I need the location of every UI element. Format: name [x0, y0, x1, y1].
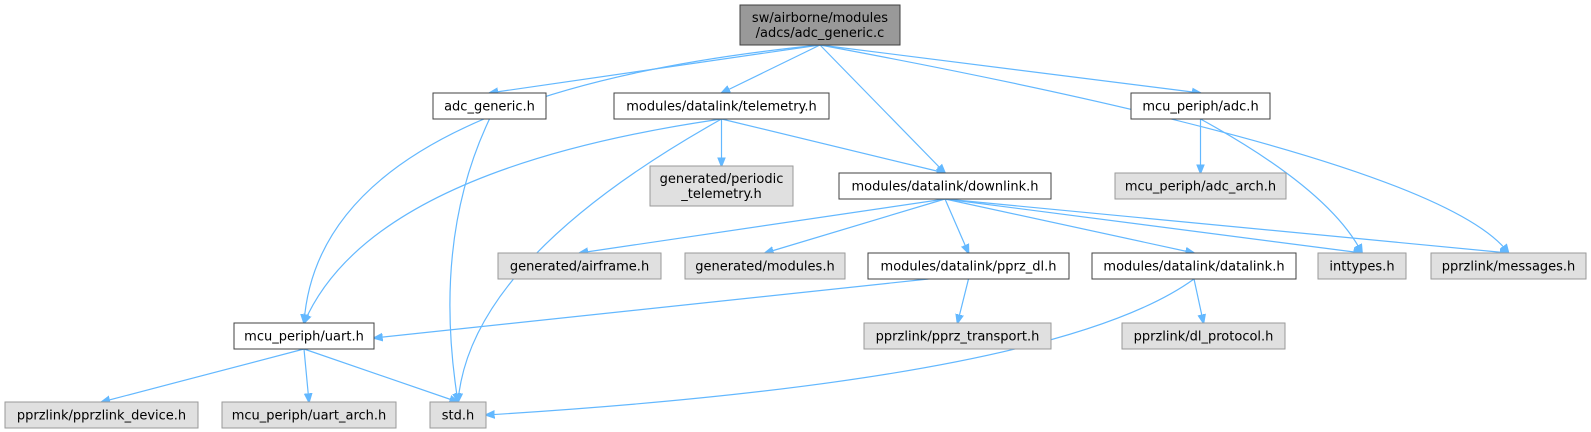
node-label: generated/airframe.h: [510, 260, 649, 275]
node-label: pprzlink/pprzlink_device.h: [17, 409, 186, 424]
node-airframe-h: generated/airframe.h: [497, 252, 662, 280]
node-label: modules/datalink/datalink.h: [1103, 260, 1284, 275]
node-std-h: std.h: [429, 401, 487, 429]
node-box: [613, 92, 830, 120]
edge-uart-h-to-pprzlink-device-h: [102, 348, 305, 402]
node-pprz-dl-h[interactable]: modules/datalink/pprz_dl.h: [867, 252, 1070, 280]
edge-downlink-h-to-datalink-h: [944, 198, 1194, 253]
node-pprzlink-device-h: pprzlink/pprzlink_device.h: [4, 401, 199, 429]
edge-downlink-h-to-pprz-dl-h: [944, 198, 969, 253]
node-box: [739, 4, 901, 46]
edge-root-to-mcu-adc-h: [819, 44, 1201, 93]
edge-uart-h-to-uart-arch-h: [303, 348, 309, 402]
node-label: modules/datalink/telemetry.h: [626, 100, 817, 115]
node-datalink-h[interactable]: modules/datalink/datalink.h: [1091, 252, 1297, 280]
node-label: adc_generic.h: [444, 100, 535, 115]
node-label: sw/airborne/modules: [752, 11, 888, 26]
node-label: std.h: [442, 409, 475, 424]
node-label: /adcs/adc_generic.c: [756, 26, 885, 41]
node-uart-h[interactable]: mcu_periph/uart.h: [233, 322, 375, 350]
node-box: [1130, 92, 1271, 120]
node-box: [684, 252, 846, 280]
node-adc-generic-h[interactable]: adc_generic.h: [432, 92, 547, 120]
node-label: mcu_periph/uart.h: [244, 330, 364, 345]
edge-root-to-messages-h: [819, 44, 1509, 253]
node-telemetry-h[interactable]: modules/datalink/telemetry.h: [613, 92, 830, 120]
edge-downlink-h-to-airframe-h: [580, 198, 946, 253]
node-box: [649, 165, 794, 207]
node-label: mcu_periph/uart_arch.h: [232, 409, 387, 424]
node-label: pprzlink/dl_protocol.h: [1134, 330, 1274, 345]
edge-downlink-h-to-modules-h: [765, 198, 946, 253]
edge-adc-generic-h-to-std-h: [449, 118, 491, 402]
node-periodic-telemetry-h: generated/periodic_telemetry.h: [649, 165, 794, 207]
node-box: [429, 401, 487, 429]
edge-datalink-h-to-std-h: [486, 278, 1195, 415]
node-label: pprzlink/pprz_transport.h: [876, 330, 1040, 345]
node-pprz-transport-h: pprzlink/pprz_transport.h: [863, 322, 1052, 350]
edge-uart-h-to-std-h: [303, 348, 458, 402]
node-box: [233, 322, 375, 350]
edge-pprz-dl-h-to-uart-h: [374, 278, 929, 338]
node-downlink-h[interactable]: modules/datalink/downlink.h: [838, 172, 1052, 200]
node-root[interactable]: sw/airborne/modules/adcs/adc_generic.c: [739, 4, 901, 46]
node-label: mcu_periph/adc_arch.h: [1125, 180, 1276, 195]
edge-root-to-telemetry-h: [722, 44, 821, 93]
node-label: inttypes.h: [1329, 260, 1394, 275]
node-label: generated/periodic: [660, 172, 784, 187]
node-box: [221, 401, 397, 429]
node-label: _telemetry.h: [680, 187, 762, 202]
node-box: [1430, 252, 1587, 280]
node-box: [497, 252, 662, 280]
node-mcu-adc-h[interactable]: mcu_periph/adc.h: [1130, 92, 1271, 120]
node-box: [432, 92, 547, 120]
node-box: [1091, 252, 1297, 280]
edge-telemetry-h-to-uart-h: [304, 118, 722, 323]
node-label: modules/datalink/downlink.h: [852, 180, 1039, 195]
node-label: modules/datalink/pprz_dl.h: [881, 260, 1057, 275]
node-modules-h: generated/modules.h: [684, 252, 846, 280]
node-box: [838, 172, 1052, 200]
node-box: [1317, 252, 1407, 280]
node-adc-arch-h: mcu_periph/adc_arch.h: [1114, 172, 1287, 200]
edge-root-to-downlink-h: [819, 44, 945, 173]
edge-root-to-uart-h: [304, 44, 821, 323]
edge-downlink-h-to-messages-h: [944, 198, 1509, 253]
node-box: [1121, 322, 1286, 350]
node-label: generated/modules.h: [695, 260, 834, 275]
node-box: [863, 322, 1052, 350]
edge-pprz-dl-h-to-pprz-transport-h: [958, 278, 970, 323]
node-dl-protocol-h: pprzlink/dl_protocol.h: [1121, 322, 1286, 350]
node-box: [867, 252, 1070, 280]
node-label: pprzlink/messages.h: [1442, 260, 1576, 275]
node-uart-arch-h: mcu_periph/uart_arch.h: [221, 401, 397, 429]
node-label: mcu_periph/adc.h: [1142, 100, 1258, 115]
edge-root-to-adc-generic-h: [490, 44, 821, 93]
node-inttypes-h: inttypes.h: [1317, 252, 1407, 280]
node-box: [4, 401, 199, 429]
edge-datalink-h-to-dl-protocol-h: [1193, 278, 1204, 323]
edge-downlink-h-to-inttypes-h: [944, 198, 1362, 253]
node-messages-h: pprzlink/messages.h: [1430, 252, 1587, 280]
node-box: [1114, 172, 1287, 200]
edge-telemetry-h-to-downlink-h: [721, 118, 946, 173]
